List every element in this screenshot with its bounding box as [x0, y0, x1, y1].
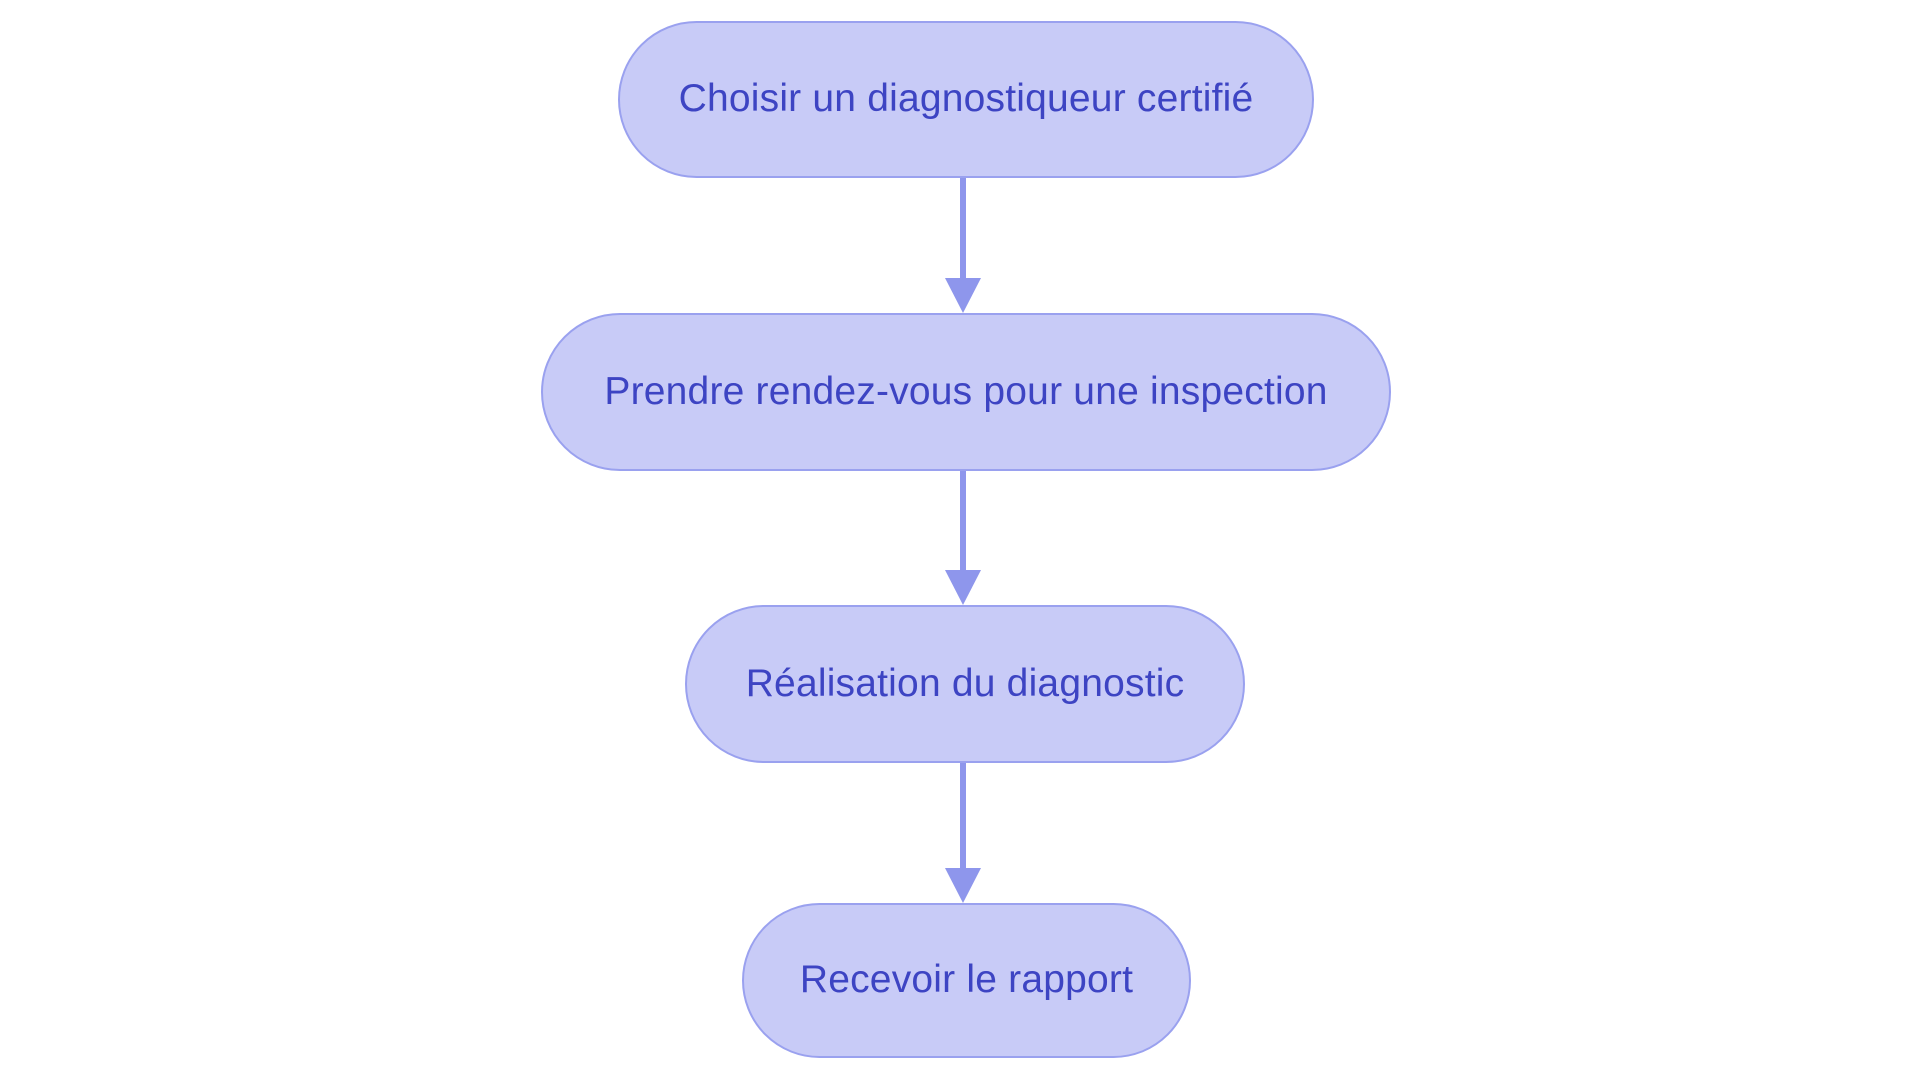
flow-edge-3-4: [943, 763, 983, 903]
node-label: Recevoir le rapport: [799, 958, 1134, 1002]
flow-node-step-3: Réalisation du diagnostic: [685, 605, 1245, 763]
flow-edge-1-2: [943, 178, 983, 313]
flow-node-step-4: Recevoir le rapport: [742, 903, 1191, 1058]
flow-node-step-2: Prendre rendez-vous pour une inspection: [541, 313, 1391, 471]
arrow-down-icon: [945, 178, 981, 313]
arrow-down-icon: [945, 763, 981, 903]
node-label: Prendre rendez-vous pour une inspection: [604, 369, 1328, 413]
arrow-down-icon: [945, 471, 981, 605]
node-label: Réalisation du diagnostic: [745, 661, 1185, 705]
flow-edge-2-3: [943, 471, 983, 605]
flow-node-step-1: Choisir un diagnostiqueur certifié: [618, 21, 1314, 178]
node-label: Choisir un diagnostiqueur certifié: [678, 77, 1254, 121]
